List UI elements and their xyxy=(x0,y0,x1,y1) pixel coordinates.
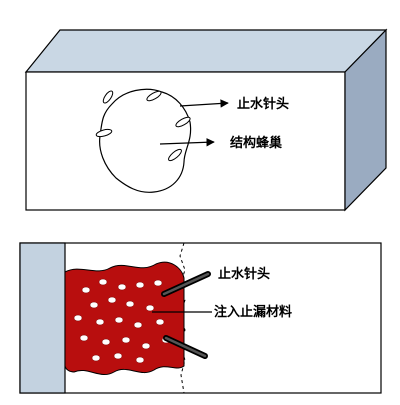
needle-bottom-1-core xyxy=(162,272,210,296)
block-front-face xyxy=(25,71,346,211)
block-top-face xyxy=(24,29,388,73)
arrow-needle-top xyxy=(179,99,229,108)
void xyxy=(133,321,143,329)
steel-plate xyxy=(19,242,66,394)
void xyxy=(79,334,89,342)
void xyxy=(125,300,135,308)
bottom-panel: 止水针头 注入止漏材料 xyxy=(19,242,382,394)
arrow-honeycomb xyxy=(159,138,215,147)
label-needle-top: 止水针头 xyxy=(237,96,289,112)
void xyxy=(113,352,123,360)
void xyxy=(121,336,131,344)
void xyxy=(117,283,127,291)
void xyxy=(95,318,105,326)
voids xyxy=(73,278,171,364)
needle-top-3 xyxy=(175,116,191,128)
needle-top-2 xyxy=(146,90,162,102)
void xyxy=(155,318,165,326)
void xyxy=(89,301,99,309)
label-needle-bottom: 止水针头 xyxy=(218,266,270,282)
void xyxy=(135,281,145,289)
void xyxy=(81,286,91,294)
void xyxy=(145,304,155,312)
block-right-face xyxy=(344,28,387,212)
void xyxy=(135,356,145,364)
label-material: 注入止漏材料 xyxy=(214,304,292,320)
needle-top-5 xyxy=(168,148,182,162)
void xyxy=(153,279,163,287)
needle-top-4 xyxy=(95,128,113,138)
void xyxy=(91,354,101,362)
top-panel: 止水针头 结构蜂巢 xyxy=(24,28,388,212)
void xyxy=(141,342,151,350)
needle-top-1 xyxy=(102,90,114,104)
needle-bottom-2-core xyxy=(164,336,207,358)
void xyxy=(107,296,117,304)
void xyxy=(98,278,108,286)
injected-material xyxy=(64,261,185,376)
honeycomb-outline xyxy=(99,88,192,193)
void xyxy=(101,338,111,346)
void xyxy=(114,316,124,324)
label-honeycomb: 结构蜂巢 xyxy=(230,135,283,151)
void xyxy=(73,314,83,322)
